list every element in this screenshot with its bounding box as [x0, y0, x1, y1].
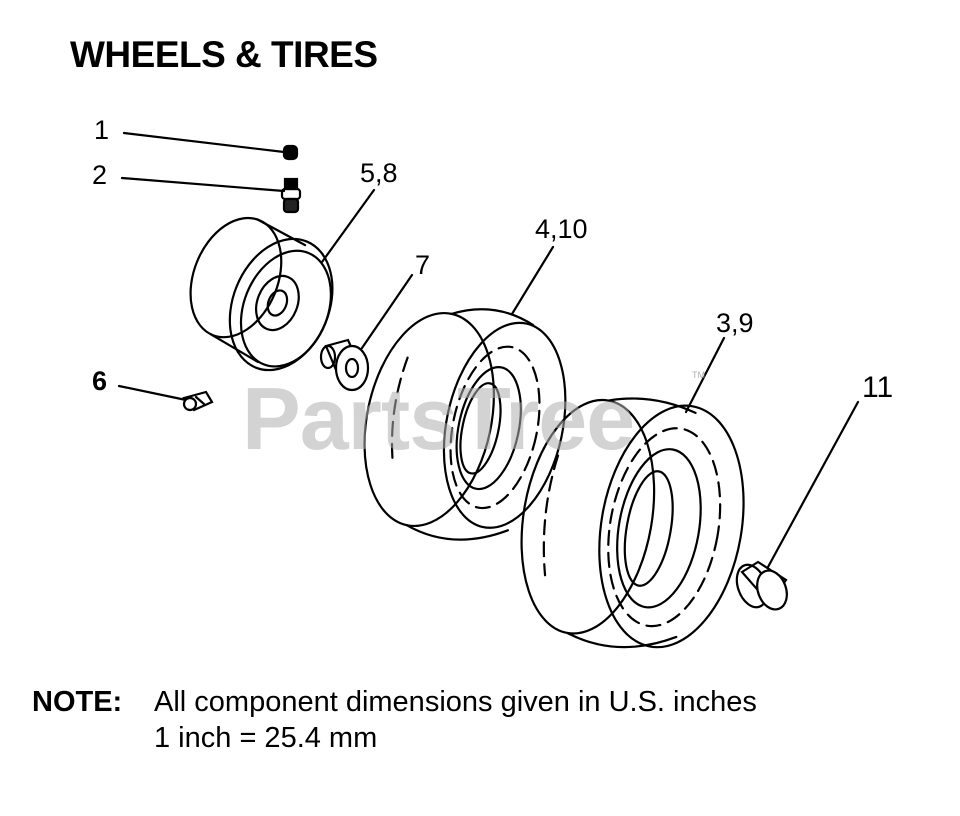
- callout-4-10: 4,10: [535, 214, 588, 244]
- watermark-trademark: TM: [692, 370, 705, 380]
- grease-fitting-part: [182, 390, 214, 412]
- note-line-1: All component dimensions given in U.S. i…: [154, 686, 757, 718]
- dimension-note: NOTE: All component dimensions given in U…: [32, 684, 757, 756]
- rear-tire-part: [520, 397, 745, 649]
- leader-line-2: [120, 176, 286, 193]
- valve-stem-part: [280, 177, 302, 214]
- callout-2: 2: [92, 160, 108, 190]
- leader-line-1: [122, 131, 286, 154]
- callout-1: 1: [94, 115, 110, 145]
- leader-line-4-10: [510, 245, 555, 316]
- valve-cap-part: [282, 144, 299, 161]
- wheel-rim-part: [189, 216, 334, 372]
- leader-line-6: [117, 384, 188, 402]
- hub-cap-part: [735, 560, 788, 611]
- watermark-text: PartsTree: [242, 369, 635, 468]
- callout-11: 11: [862, 371, 894, 404]
- note-line-2: 1 inch = 25.4 mm: [154, 722, 378, 754]
- front-tire-part: [363, 308, 567, 541]
- callout-7: 7: [415, 250, 431, 280]
- callout-6: 6: [92, 366, 108, 396]
- bushing-part: [319, 338, 370, 392]
- leader-line-7: [360, 273, 414, 350]
- leader-line-11: [766, 400, 860, 569]
- note-label: NOTE:: [32, 686, 123, 718]
- callout-3-9: 3,9: [716, 308, 754, 338]
- diagram-title: WHEELS & TIRES: [70, 34, 378, 75]
- callout-5-8: 5,8: [360, 158, 398, 188]
- leader-line-3-9: [684, 336, 726, 414]
- leader-line-5-8: [320, 188, 376, 264]
